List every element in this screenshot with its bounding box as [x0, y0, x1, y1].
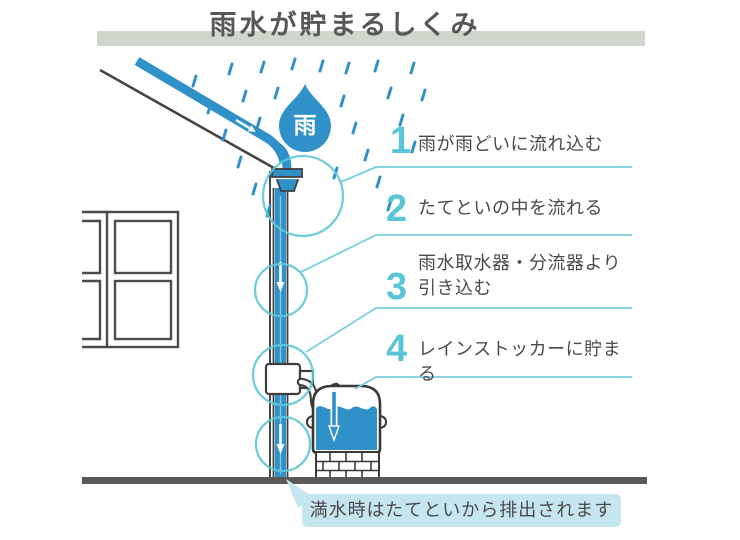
highlight-circle-downspout — [253, 262, 309, 318]
gutter-funnel — [271, 142, 303, 192]
ground-line — [82, 477, 647, 484]
rain-stocker-barrel — [305, 384, 388, 455]
highlight-circle-collector — [251, 343, 315, 407]
step-3-label: 雨水取水器・分流器より引き込む — [418, 253, 622, 298]
step-connector-lines — [300, 166, 632, 390]
brick-base — [315, 451, 380, 481]
page-title: 雨水が貯まるしくみ — [209, 10, 481, 40]
step-1-label: 雨が雨どいに流れ込む — [418, 134, 603, 154]
barrel-water — [316, 406, 377, 450]
gutter-flow-arrow-icon — [235, 118, 256, 132]
rain-dashes — [191, 57, 427, 218]
step-2-label: たてといの中を流れる — [418, 198, 603, 218]
step-4-number: 4 — [386, 328, 408, 370]
highlight-circle-overflow — [254, 415, 312, 473]
pipe-flow-arrow-icon — [276, 424, 285, 454]
step-1-number: 1 — [390, 120, 412, 162]
step-2-number: 2 — [386, 188, 408, 230]
title-band — [97, 31, 645, 46]
gutter-water-stream — [134, 57, 289, 164]
highlight-circles — [251, 154, 345, 473]
barrel-inlet-arrow-icon — [328, 390, 340, 443]
step-3-number: 3 — [386, 266, 408, 308]
window-illustration — [82, 210, 180, 349]
step-4-label: レインストッカーに貯まる — [418, 339, 622, 384]
rain-drop-icon: 雨 — [279, 84, 331, 152]
roof-line — [99, 68, 282, 174]
overflow-note: 満水時はたてといから排出されます — [302, 494, 621, 527]
highlight-circle-gutter — [261, 154, 345, 238]
rain-drop-label: 雨 — [294, 112, 317, 138]
pipe-flow-arrow-icon — [276, 262, 285, 292]
